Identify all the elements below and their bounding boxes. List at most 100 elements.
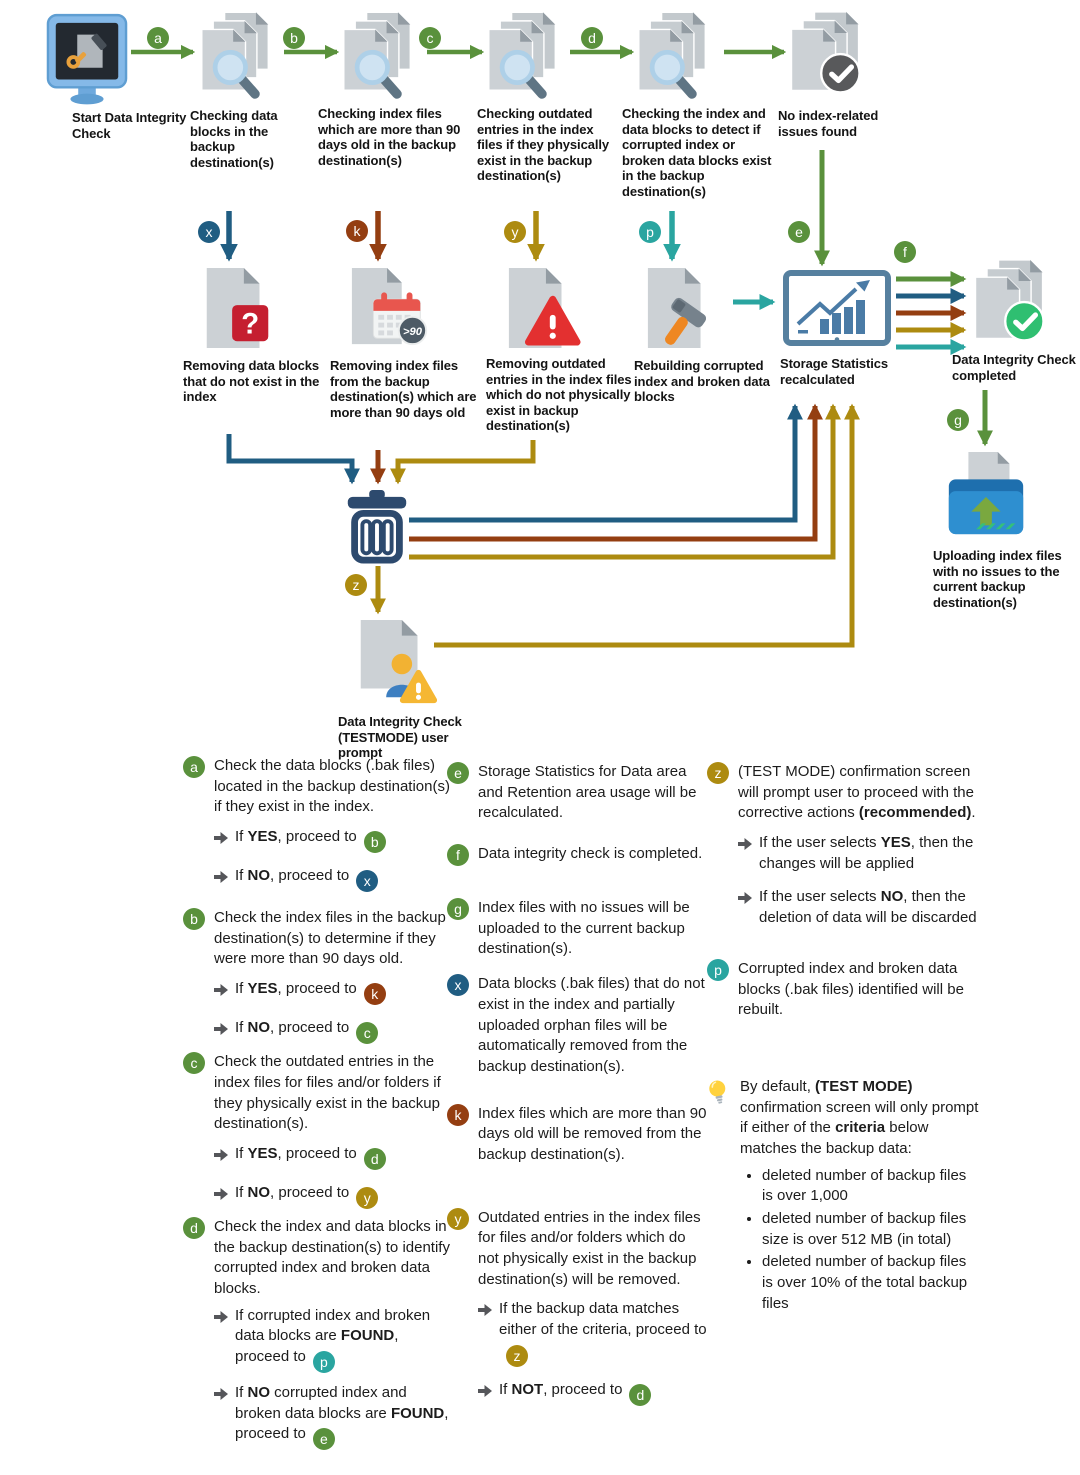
legend-branch: If the user selects YES, then the change… bbox=[738, 833, 979, 874]
legend-body: Data integrity check is completed. bbox=[478, 844, 709, 866]
arrow-right-icon bbox=[214, 979, 228, 1003]
arrow-trash-return-brown bbox=[409, 403, 824, 542]
legend-badge-k: k bbox=[447, 1103, 469, 1126]
legend-column-1: a Check the data blocks (.bak files) loca… bbox=[183, 756, 451, 1451]
node-label-rebuild: Rebuilding corrupted index and broken da… bbox=[634, 358, 770, 405]
node-label-completed: Data Integrity Check completed bbox=[952, 352, 1076, 383]
legend-column-3: z (TEST MODE) confirmation screen will pr… bbox=[707, 762, 979, 1314]
step-badge-k: k bbox=[346, 220, 368, 242]
criteria-bullet: deleted number of backup files size is o… bbox=[762, 1209, 979, 1250]
legend-entry-z: z (TEST MODE) confirmation screen will pr… bbox=[707, 762, 979, 929]
legend-body: Check the index and data blocks in the b… bbox=[214, 1217, 451, 1451]
node-label-storage: Storage Statistics recalculated bbox=[780, 356, 889, 387]
legend-text: Corrupted index and broken data blocks (… bbox=[738, 959, 964, 1019]
legend-badge-e: e bbox=[447, 762, 469, 784]
legend-body: Index files with no issues will be uploa… bbox=[478, 898, 709, 960]
legend-text: (TEST MODE) confirmation screen will pro… bbox=[738, 763, 976, 822]
legend-badge-z: z bbox=[707, 762, 729, 784]
legend-badge-p: p bbox=[707, 958, 729, 981]
legend-branch: If the backup data matches either of the… bbox=[478, 1299, 709, 1367]
arrow-right-icon bbox=[214, 1144, 228, 1168]
legend-badge-g: g bbox=[447, 898, 469, 921]
legend-entry-b: b Check the index files in the backup des… bbox=[183, 908, 451, 1045]
files-search-icon bbox=[198, 10, 274, 102]
node-label-start: Start Data Integrity Check bbox=[72, 110, 187, 141]
file-calendar-icon bbox=[348, 266, 432, 350]
node-label-upload: Uploading index files with no issues to … bbox=[933, 548, 1062, 610]
legend-text: Data integrity check is completed. bbox=[478, 845, 703, 863]
legend-badge-y: y bbox=[447, 1207, 469, 1230]
files-check-green-icon bbox=[970, 258, 1050, 350]
legend-text: By default, (TEST MODE) confirmation scr… bbox=[740, 1077, 979, 1157]
legend-branch-text: If the backup data matches either of the… bbox=[499, 1299, 709, 1367]
legend-text: Check the data blocks (.bak files) locat… bbox=[214, 757, 450, 816]
files-search-icon bbox=[635, 10, 711, 102]
legend-branch: If NO corrupted index and broken data bl… bbox=[214, 1383, 451, 1451]
legend-body: Check the index files in the backup dest… bbox=[214, 908, 451, 1045]
legend-text: Storage Statistics for Data area and Ret… bbox=[478, 763, 697, 822]
step-badge-x: x bbox=[198, 221, 220, 243]
arrow-right-icon bbox=[214, 866, 228, 890]
target-badge-e: e bbox=[312, 1428, 335, 1451]
legend-body: Check the outdated entries in the index … bbox=[214, 1052, 451, 1209]
legend-body: (TEST MODE) confirmation screen will pro… bbox=[738, 762, 979, 929]
node-label-check-index-age: Checking index files which are more than… bbox=[318, 106, 461, 168]
step-badge-b: b bbox=[283, 27, 305, 49]
target-badge-y: y bbox=[356, 1186, 379, 1209]
legend-body: Corrupted index and broken data blocks (… bbox=[738, 959, 979, 1021]
arrow-right-icon bbox=[214, 1183, 228, 1207]
legend-branch-text: If corrupted index and broken data block… bbox=[235, 1306, 451, 1373]
step-badge-z: z bbox=[345, 574, 367, 596]
files-search-icon bbox=[485, 10, 561, 102]
lightbulb-icon bbox=[707, 1077, 731, 1315]
legend-badge-a: a bbox=[183, 756, 205, 778]
arrow-trash-return-blue bbox=[409, 403, 804, 523]
arrow-gold-to-trash bbox=[389, 440, 536, 485]
step-badge-e: e bbox=[788, 221, 810, 243]
node-label-remove-entries: Removing outdated entries in the index f… bbox=[486, 356, 632, 434]
legend-branch-text: If the user selects YES, then the change… bbox=[759, 834, 974, 872]
arrow-right-icon bbox=[478, 1299, 492, 1323]
legend-text: Data blocks (.bak files) that do not exi… bbox=[478, 975, 705, 1075]
arrow-right-icon bbox=[214, 1018, 228, 1042]
node-label-prompt: Data Integrity Check (TESTMODE) user pro… bbox=[338, 714, 462, 761]
storage-stats-icon bbox=[782, 270, 892, 350]
step-badge-a: a bbox=[147, 27, 169, 49]
step-badge-p: p bbox=[639, 221, 661, 243]
criteria-bullet: deleted number of backup files is over 1… bbox=[762, 1166, 979, 1207]
monitor-tools-icon bbox=[46, 12, 128, 108]
arrow-trash-return-gold bbox=[409, 403, 842, 560]
node-label-check-outdated: Checking outdated entries in the index f… bbox=[477, 106, 609, 184]
files-check-dark-icon bbox=[786, 10, 866, 102]
file-hammer-icon bbox=[644, 266, 722, 350]
step-badge-d: d bbox=[581, 27, 603, 49]
step-badge-f: f bbox=[894, 241, 916, 263]
legend-column-2: e Storage Statistics for Data area and Re… bbox=[447, 762, 709, 1406]
file-warning-icon bbox=[505, 266, 581, 350]
trash-icon bbox=[345, 490, 409, 564]
legend-badge-b: b bbox=[183, 908, 205, 931]
node-label-no-issues: No index-related issues found bbox=[778, 108, 879, 139]
legend-branch-text: If the user selects NO, then the deletio… bbox=[759, 888, 977, 927]
legend-body: Check the data blocks (.bak files) locat… bbox=[214, 756, 451, 893]
arrow-right-icon bbox=[214, 1306, 228, 1330]
legend-body: By default, (TEST MODE) confirmation scr… bbox=[740, 1077, 979, 1315]
node-label-remove-index: Removing index files from the backup des… bbox=[330, 358, 477, 420]
node-label-check-corrupt: Checking the index and data blocks to de… bbox=[622, 106, 772, 199]
